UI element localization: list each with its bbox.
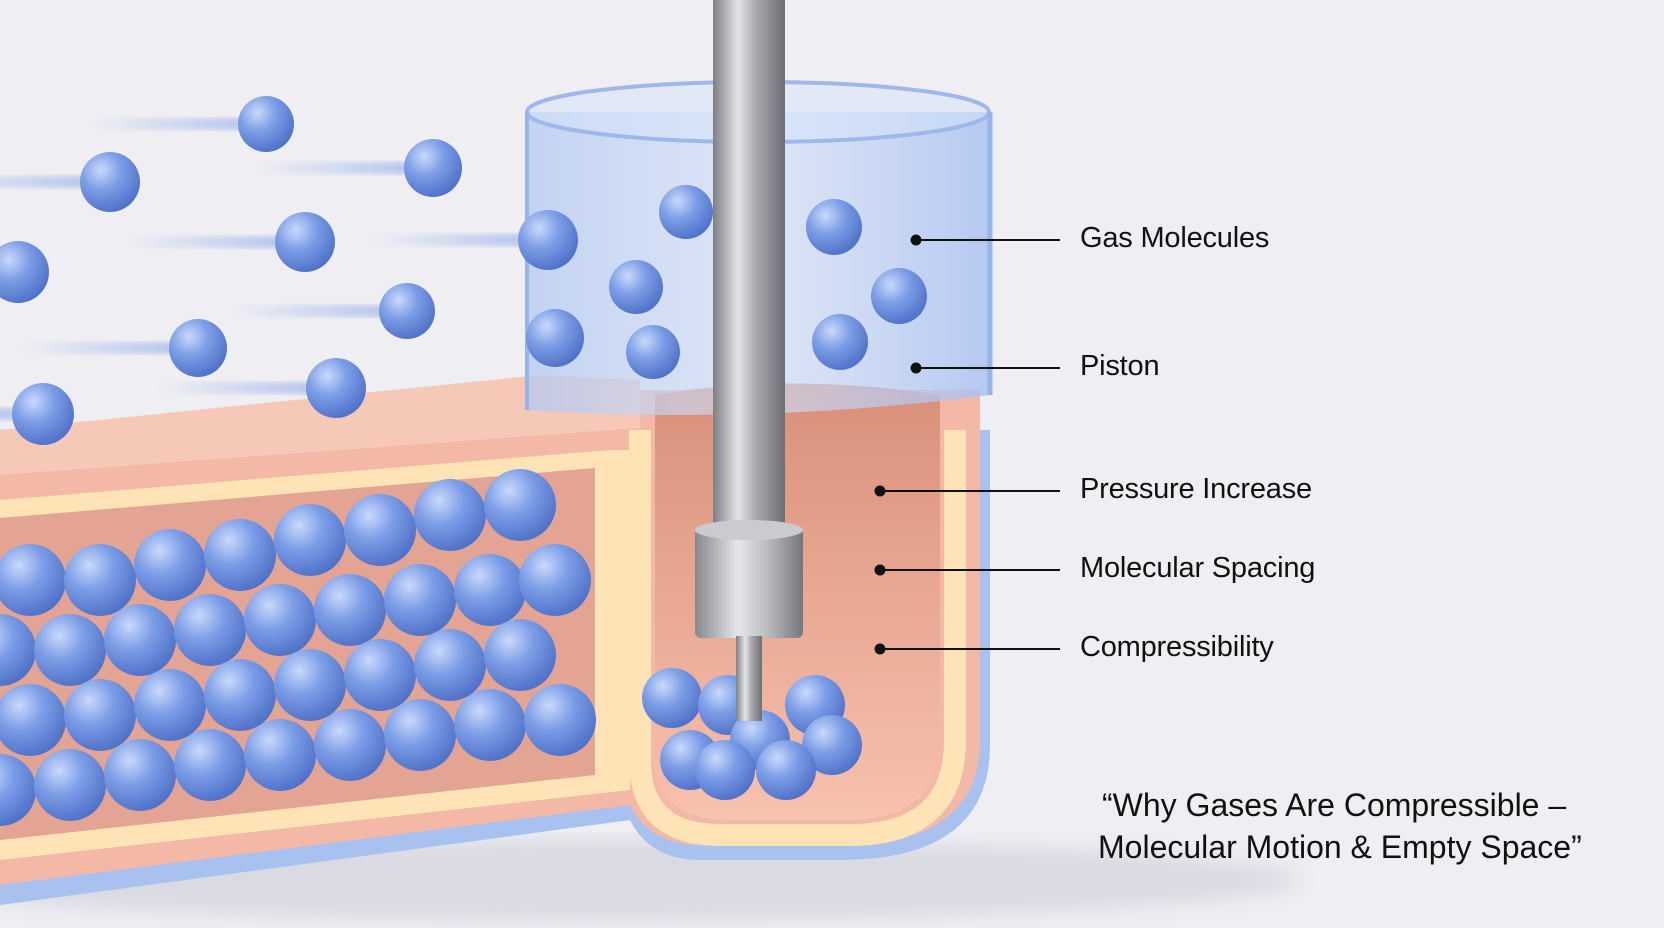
packed-molecule — [454, 689, 526, 761]
packed-molecule — [204, 659, 276, 731]
packed-molecule — [414, 479, 486, 551]
packed-molecule — [104, 739, 176, 811]
piston-head — [695, 528, 803, 638]
packed-molecule — [274, 649, 346, 721]
label-pressure-increase: Pressure Increase — [1080, 473, 1312, 505]
gas-molecule — [609, 260, 663, 314]
packed-molecule — [64, 679, 136, 751]
piston-tip — [736, 636, 762, 721]
packed-molecule — [454, 554, 526, 626]
motion-trails — [0, 118, 522, 420]
packed-molecule — [314, 574, 386, 646]
motion-trail — [0, 176, 84, 188]
motion-trail — [258, 162, 408, 174]
motion-trail — [0, 408, 16, 420]
well-stripe — [629, 430, 966, 846]
packed-molecule — [274, 504, 346, 576]
packed-molecule — [34, 614, 106, 686]
gas-molecule — [80, 152, 140, 212]
packed-molecule — [384, 699, 456, 771]
packed-molecule — [134, 529, 206, 601]
gas-molecule — [404, 139, 462, 197]
gas-molecule — [12, 383, 74, 445]
packed-molecule — [484, 619, 556, 691]
gas-molecule — [626, 325, 680, 379]
packed-molecule — [0, 544, 66, 616]
packed-molecule — [484, 469, 556, 541]
label-piston: Piston — [1080, 350, 1160, 382]
gas-molecule — [518, 210, 578, 270]
packed-molecule — [524, 684, 596, 756]
compressed-molecule — [642, 668, 702, 728]
packed-molecule — [384, 564, 456, 636]
caption-line-1: “Why Gases Are Compressible – — [1102, 787, 1567, 823]
motion-trail — [372, 234, 522, 246]
packed-molecule — [344, 639, 416, 711]
gas-molecule — [0, 241, 49, 303]
packed-molecule — [0, 754, 36, 826]
callout-lines — [874, 234, 1060, 655]
caption-line-2: Molecular Motion & Empty Space” — [1098, 829, 1582, 865]
motion-trail — [23, 342, 173, 354]
packed-molecule — [344, 494, 416, 566]
motion-trail — [92, 118, 242, 130]
gas-molecule — [871, 268, 927, 324]
piston-rod — [713, 0, 785, 540]
compressed-molecule — [802, 715, 862, 775]
motion-trail — [233, 305, 383, 317]
gas-molecule — [526, 309, 584, 367]
compressed-molecule — [695, 740, 755, 800]
packed-molecule — [134, 669, 206, 741]
packed-molecule — [174, 729, 246, 801]
piston-head-top — [695, 520, 803, 540]
packed-molecule — [104, 604, 176, 676]
gas-molecule — [659, 185, 713, 239]
slab-top-face — [0, 375, 640, 475]
packed-molecule — [519, 544, 591, 616]
label-molecular-spacing: Molecular Spacing — [1080, 552, 1316, 584]
gas-molecule — [169, 319, 227, 377]
motion-trail — [129, 236, 279, 248]
packed-molecule — [244, 719, 316, 791]
label-gas-molecules: Gas Molecules — [1080, 222, 1270, 254]
gas-molecule — [812, 314, 868, 370]
packed-molecule — [414, 629, 486, 701]
packed-molecule — [174, 594, 246, 666]
label-compressibility: Compressibility — [1080, 631, 1274, 663]
packed-molecule — [244, 584, 316, 656]
gas-molecules-group — [0, 96, 927, 826]
packed-molecule — [64, 544, 136, 616]
gas-molecule — [275, 212, 335, 272]
packed-molecule — [0, 614, 36, 686]
motion-trail — [160, 382, 310, 394]
packed-molecule — [34, 749, 106, 821]
gas-molecule — [379, 283, 435, 339]
gas-molecule — [806, 199, 862, 255]
packed-molecule — [204, 519, 276, 591]
packed-molecule — [314, 709, 386, 781]
compressed-molecule — [756, 740, 816, 800]
gas-molecule — [238, 96, 294, 152]
gas-molecule — [306, 358, 366, 418]
packed-molecule — [0, 684, 66, 756]
